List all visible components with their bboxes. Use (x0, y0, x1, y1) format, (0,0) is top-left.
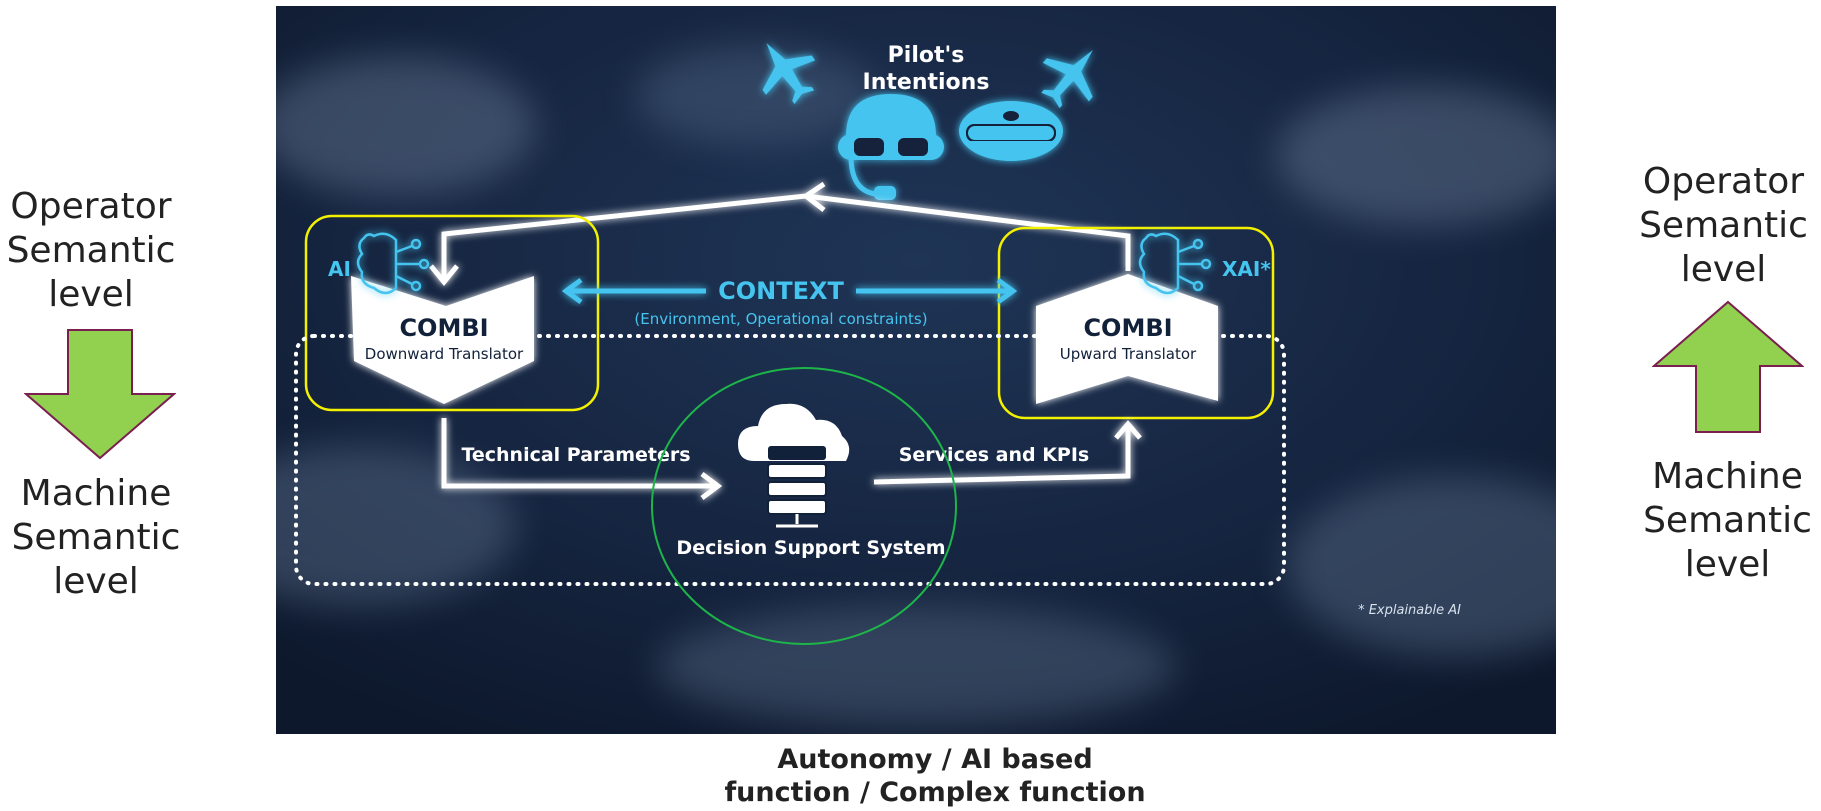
left-machine-semantic-label: Machine Semantic level (0, 472, 192, 604)
down-translator-subtitle: Downward Translator (365, 345, 524, 363)
upward-translator-block (1036, 274, 1218, 404)
xai-tag: XAI* (1222, 257, 1271, 281)
context-arrow (561, 277, 1018, 305)
pilot-helmet-icon (838, 94, 944, 200)
pilot-cap-icon (959, 101, 1063, 161)
intention-loop-arrow (429, 181, 1131, 286)
label-line: Machine (1652, 456, 1803, 497)
label-line: Operator (10, 186, 172, 227)
ai-highlight-box (304, 214, 600, 412)
system-boundary-dotted (294, 334, 1286, 586)
down-translator-title: COMBI (399, 314, 488, 342)
label-line: level (48, 274, 134, 315)
footnote-explainable-ai: * Explainable AI (1358, 603, 1461, 618)
up-arrow-icon (1652, 300, 1804, 433)
combi-diagram-panel: Pilot's Intentions COMBI Downward Transl… (276, 6, 1556, 734)
xai-brain-icon (1138, 232, 1212, 295)
label-line: level (1684, 544, 1771, 585)
technical-parameters-label: Technical Parameters (461, 444, 690, 466)
ai-tag: AI (328, 257, 351, 281)
downward-translator-block (351, 276, 534, 404)
technical-parameters-arrow (441, 418, 723, 500)
xai-highlight-box (997, 226, 1275, 420)
right-operator-semantic-label: Operator Semantic level (1626, 160, 1821, 292)
services-kpis-label: Services and KPIs (899, 444, 1090, 466)
decision-support-label: Decision Support System (676, 537, 945, 559)
left-operator-semantic-label: Operator Semantic level (0, 185, 182, 317)
airplane-icon (1041, 49, 1093, 109)
label-line: level (53, 561, 139, 602)
pilot-intentions-line2: Intentions (863, 70, 990, 95)
label-line: Semantic (11, 517, 181, 558)
right-machine-semantic-label: Machine Semantic level (1630, 455, 1821, 587)
down-arrow-icon (24, 329, 176, 460)
context-subtitle: (Environment, Operational constraints) (634, 310, 927, 328)
label-line: Operator (1642, 161, 1805, 202)
up-translator-title: COMBI (1083, 314, 1172, 342)
label-line: Machine (20, 473, 172, 514)
label-line: Semantic (6, 230, 176, 271)
label-line: Semantic (1639, 205, 1808, 246)
cloud-server-icon (738, 403, 850, 528)
caption-line2: function / Complex function (724, 777, 1146, 808)
up-translator-subtitle: Upward Translator (1060, 345, 1197, 363)
label-line: Semantic (1643, 500, 1812, 541)
context-label: CONTEXT (718, 277, 844, 305)
pilot-intentions-line1: Pilot's (888, 43, 965, 68)
label-line: level (1680, 249, 1767, 290)
caption-line1: Autonomy / AI based (777, 744, 1093, 775)
decision-highlight-circle (651, 367, 957, 645)
jet-icon (762, 43, 816, 105)
services-kpis-arrow (873, 420, 1142, 485)
ai-brain-icon (356, 232, 430, 295)
